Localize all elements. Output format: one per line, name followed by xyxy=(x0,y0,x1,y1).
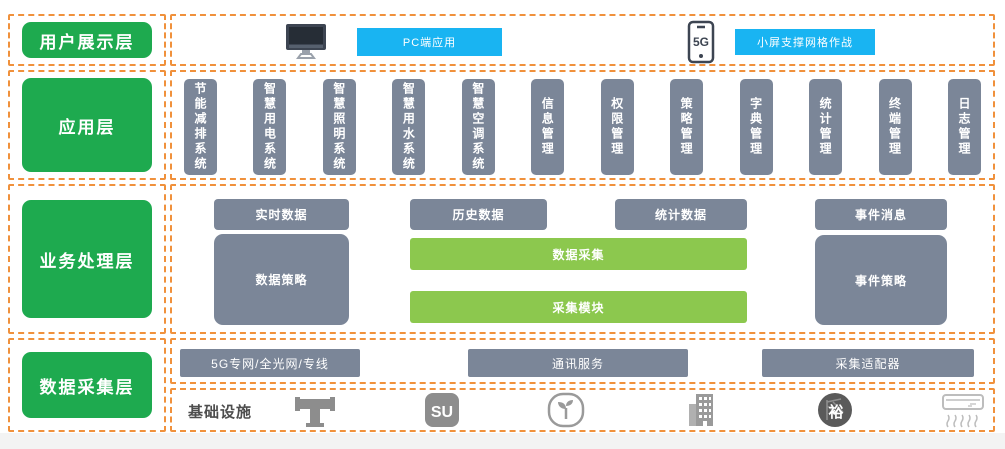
collection-layer-label: 数据采集层 xyxy=(22,352,152,418)
comm-service-block: 通讯服务 xyxy=(468,349,688,377)
network-services-box: 5G专网/全光网/专线 通讯服务 采集适配器 xyxy=(170,338,995,384)
statistics-data-block: 统计数据 xyxy=(615,199,747,230)
business-layer-label: 业务处理层 xyxy=(22,200,152,318)
app-module-pill: 策略管理 xyxy=(670,79,704,175)
app-module-pill: 智慧照明系统 xyxy=(322,79,356,175)
collection-layer-label-box: 数据采集层 xyxy=(8,338,166,432)
app-module-pill: 权限管理 xyxy=(600,79,634,175)
collection-module-block: 采集模块 xyxy=(410,291,747,323)
app-module-pill: 智慧用电系统 xyxy=(253,79,287,175)
pc-app-button: PC端应用 xyxy=(357,28,502,56)
realtime-data-block: 实时数据 xyxy=(214,199,349,230)
sprout-icon xyxy=(547,392,585,433)
event-message-block: 事件消息 xyxy=(815,199,947,230)
app-module-pill: 统计管理 xyxy=(809,79,843,175)
network-5g-block: 5G专网/全光网/专线 xyxy=(180,349,360,377)
application-layer-label: 应用层 xyxy=(22,78,152,172)
infrastructure-label: 基础设施 xyxy=(188,404,253,421)
svg-text:5G: 5G xyxy=(693,35,709,49)
data-strategy-block: 数据策略 xyxy=(214,234,349,325)
display-layer-label-box: 用户展示层 xyxy=(8,14,166,66)
app-module-pill: 终端管理 xyxy=(878,79,912,175)
business-layer-content-box: 实时数据 数据策略 历史数据 统计数据 数据采集 采集模块 事件消息 事件策略 xyxy=(170,184,995,334)
app-module-pill: 节能减排系统 xyxy=(184,79,217,175)
bottom-margin-strip xyxy=(0,433,1005,449)
app-module-pill: 智慧空调系统 xyxy=(461,79,495,175)
building-icon xyxy=(686,392,720,433)
app-module-pill: 智慧用水系统 xyxy=(392,79,426,175)
app-module-pill: 字典管理 xyxy=(739,79,773,175)
grid-app-button: 小屏支撑网格作战 xyxy=(735,29,875,55)
application-layer-label-box: 应用层 xyxy=(8,70,166,180)
su-logo-icon: SU xyxy=(424,392,460,433)
history-data-block: 历史数据 xyxy=(410,199,547,230)
adapter-block: 采集适配器 xyxy=(762,349,974,377)
monitor-icon xyxy=(284,22,328,65)
pipe-icon xyxy=(293,393,337,436)
svg-text:裕: 裕 xyxy=(827,403,843,421)
business-layer-label-box: 业务处理层 xyxy=(8,184,166,334)
phone-5g-icon: 5G xyxy=(686,20,716,69)
yu-badge-icon: 裕 xyxy=(817,392,853,433)
ac-unit-icon xyxy=(940,393,986,434)
app-module-pill: 日志管理 xyxy=(947,79,981,175)
display-layer-label: 用户展示层 xyxy=(22,22,152,58)
event-strategy-block: 事件策略 xyxy=(815,235,947,325)
app-module-pill: 信息管理 xyxy=(531,79,565,175)
infrastructure-box: 基础设施 SU xyxy=(170,388,995,432)
display-layer-content-box: PC端应用 5G 小屏支撑网格作战 xyxy=(170,14,995,66)
data-collection-block: 数据采集 xyxy=(410,238,747,270)
svg-text:SU: SU xyxy=(431,404,453,421)
application-layer-content-box: 节能减排系统 智慧用电系统 智慧照明系统 智慧用水系统 智慧空调系统 信息管理 … xyxy=(170,70,995,180)
